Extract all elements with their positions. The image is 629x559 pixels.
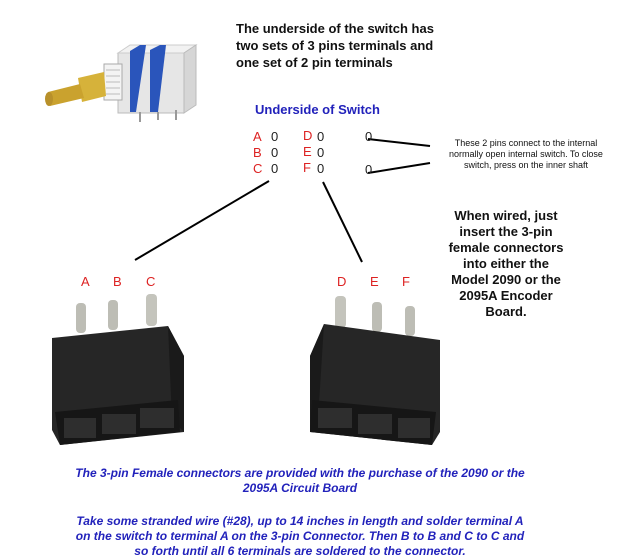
instruction-line: on the switch to terminal A on the 3-pin… <box>75 529 525 543</box>
wired-line: into either the <box>463 256 549 271</box>
pin-label-f: F <box>303 160 311 175</box>
pin-zero: 0 <box>271 161 279 176</box>
pin-zero: 0 <box>317 129 325 144</box>
info-line: 2095A Circuit Board <box>242 481 358 495</box>
intro-line: two sets of 3 pins terminals and <box>236 38 434 53</box>
pin-label-b: B <box>253 145 262 160</box>
switch-pin-zero: 0 <box>365 129 373 144</box>
note-line: switch, press on the inner shaft <box>463 160 589 170</box>
wiring-instructions: When wired, just insert the 3-pin female… <box>440 208 572 320</box>
note-line: normally open internal switch. To close <box>449 149 603 159</box>
pointer-line <box>367 138 431 147</box>
wired-line: Model 2090 or the <box>451 272 561 287</box>
info-line: The 3-pin Female connectors are provided… <box>75 466 525 480</box>
pointer-line <box>322 181 363 263</box>
instruction-line: so forth until all 6 terminals are solde… <box>134 544 466 558</box>
rotary-switch-image <box>45 44 198 122</box>
note-line: These 2 pins connect to the internal <box>454 138 598 148</box>
wired-line: female connectors <box>448 240 564 255</box>
pin-label-a: A <box>253 129 262 144</box>
intro-line: one set of 2 pin terminals <box>236 55 393 70</box>
connector-label-d: D <box>337 274 347 289</box>
connector-label-b: B <box>113 274 122 289</box>
pin-zero: 0 <box>271 129 279 144</box>
pin-label-d: D <box>303 128 313 143</box>
pointer-line <box>134 180 270 261</box>
pointer-line <box>367 162 431 174</box>
solder-instructions: Take some stranded wire (#28), up to 14 … <box>20 514 580 559</box>
wired-line: Board. <box>485 304 527 319</box>
instruction-line: Take some stranded wire (#28), up to 14 … <box>76 514 524 528</box>
wired-line: 2095A Encoder <box>459 288 553 303</box>
pin-zero: 0 <box>271 145 279 160</box>
pin-label-c: C <box>253 161 263 176</box>
switch-pin-zero: 0 <box>365 162 373 177</box>
connector-label-e: E <box>370 274 379 289</box>
connector-label-f: F <box>402 274 410 289</box>
connector-label-c: C <box>146 274 156 289</box>
pin-label-e: E <box>303 144 312 159</box>
wired-line: insert the 3-pin <box>459 224 553 239</box>
connector-label-a: A <box>81 274 90 289</box>
underside-title: Underside of Switch <box>255 102 380 117</box>
intro-text: The underside of the switch has two sets… <box>236 20 434 71</box>
left-connector-image <box>52 294 184 445</box>
switch-note: These 2 pins connect to the internal nor… <box>428 138 624 171</box>
pin-zero: 0 <box>317 161 325 176</box>
connector-info: The 3-pin Female connectors are provided… <box>20 466 580 496</box>
wired-line: When wired, just <box>454 208 558 223</box>
pin-zero: 0 <box>317 145 325 160</box>
right-connector-image <box>310 296 440 445</box>
intro-line: The underside of the switch has <box>236 21 434 36</box>
